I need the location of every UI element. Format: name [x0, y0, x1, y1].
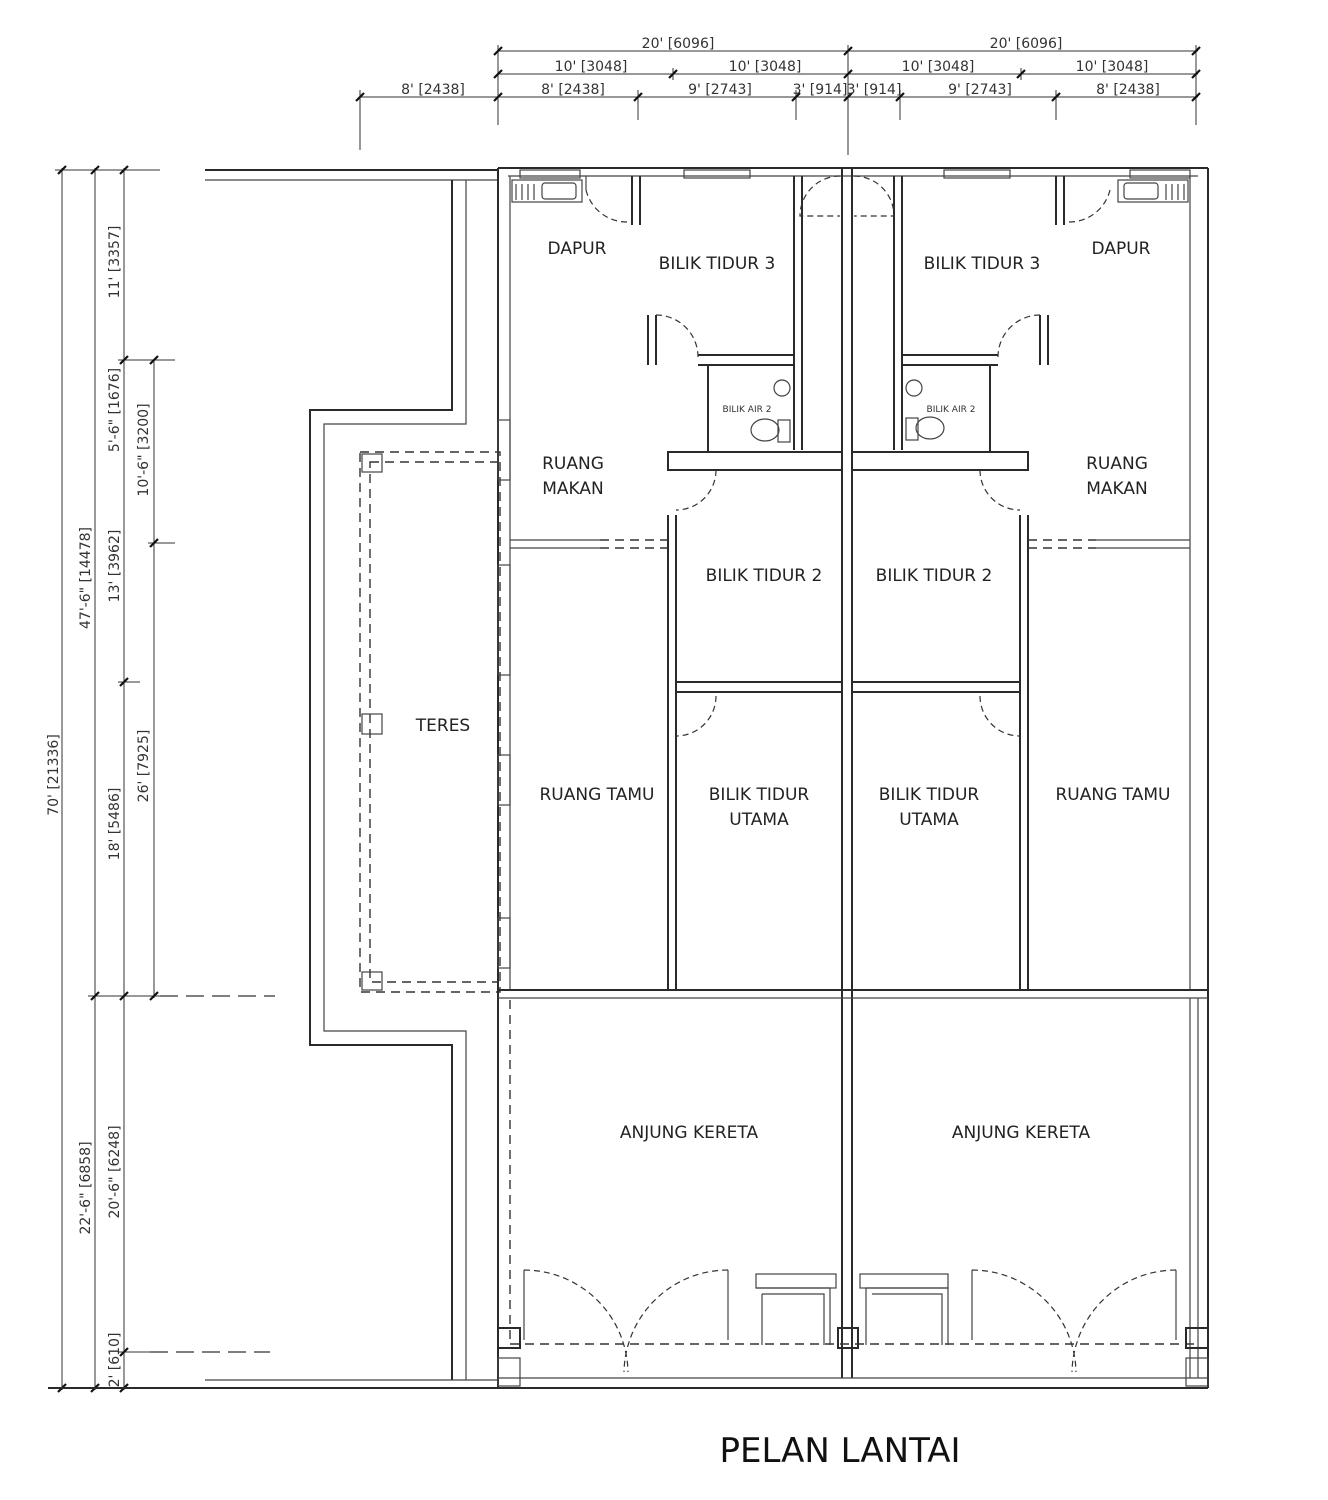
- toilet-right: [905, 379, 945, 441]
- room-label-ruang-tamu: RUANG TAMU: [1056, 785, 1171, 805]
- room-labels: DAPUR DAPUR BILIK TIDUR 3 BILIK TIDUR 3 …: [415, 239, 1171, 1143]
- dim-label: 3' [914]: [793, 82, 848, 98]
- kitchen-sink-right: [1117, 179, 1189, 203]
- room-label-anjung-kereta: ANJUNG KERETA: [952, 1123, 1091, 1143]
- room-label-anjung-kereta: ANJUNG KERETA: [620, 1123, 759, 1143]
- room-label-bilik-tidur-2: BILIK TIDUR 2: [706, 566, 823, 586]
- room-label-ruang-makan: RUANG: [1086, 454, 1148, 474]
- room-label-bilik-tidur-2: BILIK TIDUR 2: [876, 566, 993, 586]
- dim-label: 22'-6" [6858]: [78, 1141, 94, 1234]
- dim-label: 20' [6096]: [990, 36, 1063, 52]
- dim-label: 13' [3962]: [107, 530, 123, 603]
- dim-label: 47'-6" [14478]: [78, 527, 94, 629]
- dim-label: 20'-6" [6248]: [107, 1125, 123, 1218]
- kitchen-sink-left: [511, 179, 583, 203]
- dim-label: 5'-6" [1676]: [107, 368, 123, 452]
- dim-label: 10' [3048]: [1076, 59, 1149, 75]
- dim-label: 18' [5486]: [107, 788, 123, 861]
- room-label-bilik-tidur-utama: UTAMA: [899, 810, 959, 830]
- room-label-dapur: DAPUR: [1092, 239, 1151, 259]
- building-walls: [497, 167, 1209, 1389]
- room-label-bilik-tidur-utama: UTAMA: [729, 810, 789, 830]
- room-label-ruang-makan: MAKAN: [1086, 479, 1148, 499]
- room-label-bilik-air-2: BILIK AIR 2: [723, 405, 772, 415]
- room-label-bilik-air-2: BILIK AIR 2: [927, 405, 976, 415]
- teres-area: [359, 451, 501, 993]
- room-label-bilik-tidur-3: BILIK TIDUR 3: [659, 254, 776, 274]
- room-label-ruang-makan: MAKAN: [542, 479, 604, 499]
- dim-label: 11' [3357]: [107, 226, 123, 299]
- door-swings: [523, 175, 1177, 1373]
- room-label-bilik-tidur-utama: BILIK TIDUR: [709, 785, 810, 805]
- dim-label: 10'-6" [3200]: [136, 403, 152, 496]
- dim-label: 9' [2743]: [948, 82, 1012, 98]
- room-label-bilik-tidur-utama: BILIK TIDUR: [879, 785, 980, 805]
- room-label-bilik-tidur-3: BILIK TIDUR 3: [924, 254, 1041, 274]
- dim-label: 70' [21336]: [46, 734, 62, 816]
- top-dimensions: [355, 45, 1201, 155]
- dim-label: 20' [6096]: [642, 36, 715, 52]
- dim-label: 8' [2438]: [401, 82, 465, 98]
- room-label-ruang-makan: RUANG: [542, 454, 604, 474]
- dim-label: 26' [7925]: [136, 730, 152, 803]
- top-dimension-labels: 20' [6096] 20' [6096] 10' [3048] 10' [30…: [401, 36, 1160, 98]
- dim-label: 8' [2438]: [1096, 82, 1160, 98]
- room-label-ruang-tamu: RUANG TAMU: [540, 785, 655, 805]
- dim-label: 10' [3048]: [555, 59, 628, 75]
- toilet-left: [750, 379, 791, 443]
- drawing-title: PELAN LANTAI: [719, 1431, 960, 1471]
- dim-label: 10' [3048]: [729, 59, 802, 75]
- room-label-dapur: DAPUR: [548, 239, 607, 259]
- dim-label: 3' [914]: [847, 82, 902, 98]
- site-boundary: [48, 169, 498, 1389]
- dim-label: 9' [2743]: [688, 82, 752, 98]
- room-label-teres: TERES: [415, 716, 470, 736]
- dim-label: 10' [3048]: [902, 59, 975, 75]
- dim-label: 8' [2438]: [541, 82, 605, 98]
- dim-label: 2' [610]: [107, 1333, 123, 1388]
- left-dimension-labels: 70' [21336] 47'-6" [14478] 22'-6" [6858]…: [46, 226, 152, 1388]
